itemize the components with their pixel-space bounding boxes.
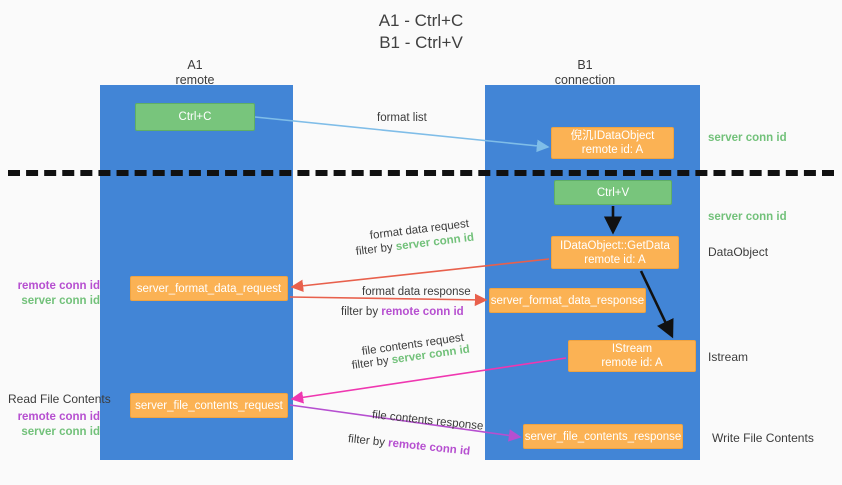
title-line-2: B1 - Ctrl+V <box>379 33 463 52</box>
node-idataobject-line2: remote id: A <box>581 144 644 156</box>
node-istream-line2: remote id: A <box>601 357 663 369</box>
column-header-a1-name: A1 <box>187 58 203 72</box>
node-server-format-data-response[interactable]: server_format_data_response <box>489 288 646 313</box>
edge-label-format-list: format list <box>377 112 427 124</box>
node-istream[interactable]: IStream remote id: A <box>568 340 696 372</box>
arrow-format-data-response <box>289 293 488 307</box>
node-server-format-data-request-label: server_format_data_request <box>136 282 282 295</box>
annotation-istream: Istream <box>708 350 749 364</box>
arrow-getdata-to-istream <box>639 270 674 339</box>
node-idataobject-getdata[interactable]: IDataObject::GetData remote id: A <box>551 236 679 269</box>
annotation-server-conn-id-top: server conn id <box>708 132 787 144</box>
node-ctrl-c-label: Ctrl+C <box>178 111 212 123</box>
annotation-server-conn-id-1: server conn id <box>21 295 100 307</box>
node-idataobject[interactable]: 倪㲹IDataObject remote id: A <box>551 127 674 159</box>
node-server-file-contents-response-label: server_file_contents_response <box>524 430 682 443</box>
annotation-conn-id-pair-top: remote conn id server conn id <box>8 279 100 309</box>
title-line-1: A1 - Ctrl+C <box>378 11 464 30</box>
node-ctrl-c[interactable]: Ctrl+C <box>135 103 255 131</box>
node-ctrl-v-label: Ctrl+V <box>596 186 630 199</box>
column-header-b1-name: B1 <box>577 58 593 72</box>
divider-dashed-line <box>8 170 834 176</box>
filter-prefix: filter by <box>355 241 397 258</box>
arrow-format-data-request <box>290 258 550 292</box>
annotation-server-conn-id-mid: server conn id <box>708 211 787 223</box>
annotation-remote-conn-id-2: remote conn id <box>17 411 100 423</box>
node-ctrl-v[interactable]: Ctrl+V <box>554 180 672 205</box>
node-getdata-line2: remote id: A <box>584 253 646 266</box>
arrow-format-list <box>254 116 550 153</box>
filter-prefix: filter by <box>347 433 389 450</box>
column-header-a1-sub: remote <box>175 73 215 87</box>
annotation-remote-conn-id-1: remote conn id <box>17 280 100 292</box>
edge-label-format-data-response: format data response <box>362 286 471 298</box>
node-server-file-contents-request[interactable]: server_file_contents_request <box>130 393 288 418</box>
node-server-file-contents-request-label: server_file_contents_request <box>135 399 283 412</box>
node-getdata-line1: IDataObject::GetData <box>560 239 670 252</box>
node-idataobject-line1: 倪㲹IDataObject <box>570 130 655 142</box>
annotation-conn-id-pair-bottom: remote conn id server conn id <box>8 410 100 440</box>
node-istream-line1: IStream <box>611 343 653 355</box>
arrow-file-contents-response <box>289 404 522 442</box>
page-title: A1 - Ctrl+C B1 - Ctrl+V <box>0 10 842 54</box>
filter-value-remote-conn-id: remote conn id <box>381 306 464 318</box>
filter-prefix: filter by <box>341 306 382 318</box>
annotation-server-conn-id-2: server conn id <box>21 426 100 438</box>
column-header-b1-sub: connection <box>554 73 616 87</box>
node-server-format-data-response-label: server_format_data_response <box>490 294 645 307</box>
annotation-dataobject: DataObject <box>708 245 769 259</box>
annotation-write-file-contents: Write File Contents <box>712 431 814 445</box>
column-header-b1: B1 connection <box>485 58 685 88</box>
edge-label-format-data-response-filter: filter by remote conn id <box>341 305 464 320</box>
node-server-format-data-request[interactable]: server_format_data_request <box>130 276 288 301</box>
node-server-file-contents-response[interactable]: server_file_contents_response <box>523 424 683 449</box>
column-header-a1: A1 remote <box>95 58 295 88</box>
arrow-file-contents-request <box>290 357 567 404</box>
annotation-read-file-contents: Read File Contents <box>8 392 111 406</box>
